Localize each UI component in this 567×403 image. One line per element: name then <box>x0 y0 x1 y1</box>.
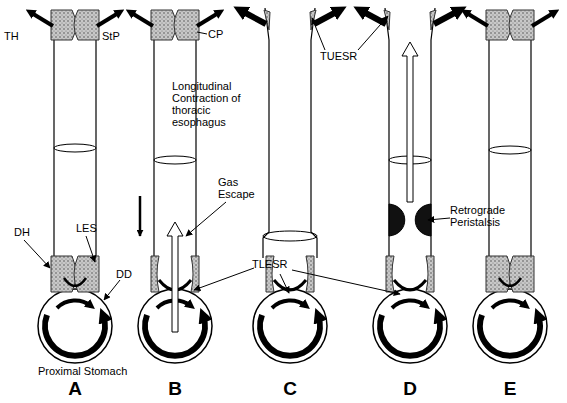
les <box>51 256 99 292</box>
panel <box>130 10 220 363</box>
ues <box>264 10 316 30</box>
structure-label: StP <box>102 30 132 42</box>
stomach <box>473 289 547 363</box>
panel <box>360 8 460 363</box>
pull-arrows <box>130 12 220 26</box>
panel-letter: C <box>278 378 302 400</box>
structure-label: DD <box>116 268 140 280</box>
leader-line <box>197 32 207 34</box>
leader-arrow <box>292 270 400 294</box>
pull-arrows <box>240 10 340 24</box>
annotation: Longitudinal Contraction of thoracic eso… <box>172 80 246 128</box>
event-label: TLESR <box>252 258 296 270</box>
leader-arrow <box>312 18 325 50</box>
reflux-arrow <box>402 42 418 202</box>
contraction-arrow <box>139 196 142 236</box>
panel <box>30 10 120 363</box>
ues <box>151 10 199 40</box>
esophagus-wall <box>530 40 531 256</box>
pull-arrows <box>30 12 120 26</box>
structure-label: LES <box>76 222 106 234</box>
leader-arrow <box>186 202 226 236</box>
leader-arrow <box>24 240 50 268</box>
esophagus-wall <box>311 8 317 258</box>
stomach <box>38 289 112 363</box>
annotation: Gas Escape <box>218 176 262 200</box>
peristaltic-contraction <box>389 204 405 236</box>
annotation: Retrograde Peristalsis <box>450 204 530 228</box>
panel-letter: E <box>498 378 522 400</box>
structure-label: CP <box>208 28 232 40</box>
panel-letter: D <box>398 378 422 400</box>
leader-arrow <box>358 16 388 50</box>
stomach <box>373 289 447 363</box>
leader-arrow <box>104 280 120 300</box>
leader-arrow <box>280 274 289 293</box>
structure-label: DH <box>14 226 38 238</box>
structure-label: Proximal Stomach <box>38 365 148 377</box>
les <box>486 256 534 292</box>
pull-arrows <box>465 12 555 26</box>
ues <box>486 10 534 40</box>
fluid-level <box>54 144 96 152</box>
panel-letter: B <box>163 378 187 400</box>
leader-arrow <box>428 218 450 220</box>
fluid-level <box>263 231 317 241</box>
esophagus-wall <box>153 40 154 256</box>
leader-arrow <box>194 268 254 290</box>
esophagus-wall <box>195 40 196 256</box>
stomach <box>253 289 327 363</box>
gas-arrow <box>167 222 183 332</box>
leader-arrow <box>86 236 95 262</box>
fluid-level <box>489 146 531 154</box>
fluid-level <box>154 156 196 164</box>
panel <box>465 10 555 363</box>
leaders <box>24 16 450 300</box>
ues <box>51 10 99 40</box>
ues <box>384 10 436 30</box>
event-label: TUESR <box>320 50 364 62</box>
esophagus-wall <box>385 8 389 256</box>
les <box>386 256 434 292</box>
pull-arrows <box>360 10 460 24</box>
structure-label: TH <box>4 30 34 42</box>
esophagus-wall <box>431 8 435 256</box>
panel-letter: A <box>63 378 87 400</box>
esophagus-wall <box>263 8 269 258</box>
